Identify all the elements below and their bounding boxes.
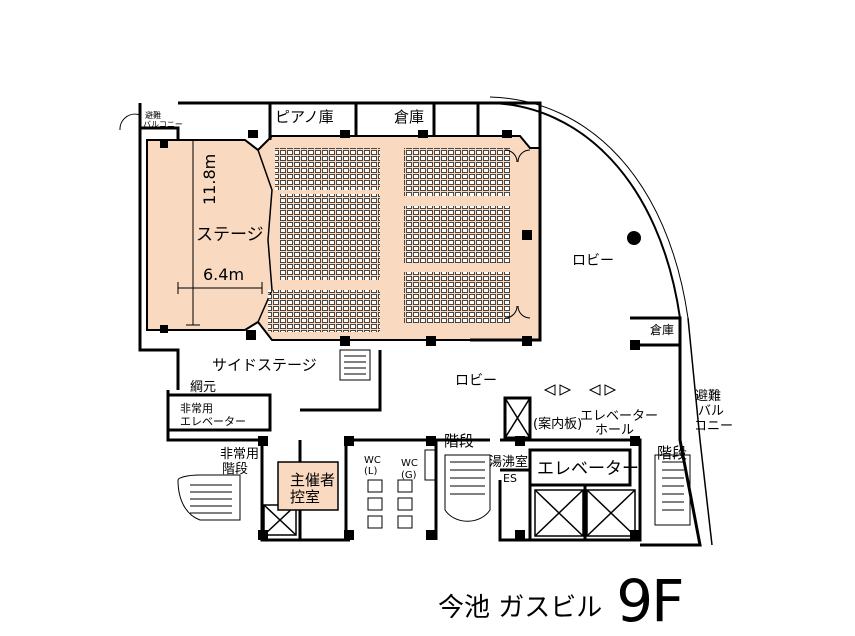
label-rigging: 綱元: [190, 380, 216, 395]
label-organizer-room: 主催者: [290, 471, 335, 489]
pillar-marker: [627, 231, 641, 245]
seat-block-right-mid: [404, 206, 510, 264]
label-evac-balcony-top: 避難: [145, 110, 161, 120]
label-stairs-right: 階段: [657, 444, 687, 462]
label-elevator-hall: エレベーター: [580, 409, 658, 424]
restroom-fixtures: [367, 449, 436, 529]
floor-number: 9F: [616, 567, 684, 635]
seat-block-left-upper: [275, 148, 380, 190]
seat-block-left-lower: [268, 290, 380, 332]
label-evac-balcony-right: 避難: [695, 389, 721, 404]
label-storage: 倉庫: [394, 108, 424, 126]
svg-text:控室: 控室: [290, 488, 320, 506]
label-lobby-center: ロビー: [455, 373, 497, 389]
svg-text:コニー: コニー: [694, 419, 733, 434]
seat-block-left-mid: [280, 194, 380, 280]
svg-text:(G): (G): [401, 470, 417, 481]
svg-text:ホール: ホール: [595, 423, 634, 438]
organizer-room-fill: [277, 461, 339, 511]
label-stairs-center: 階段: [444, 432, 474, 450]
label-hot-water-room: 湯沸室: [489, 454, 528, 470]
room-labels: 避難 バルコニー ピアノ庫 倉庫 11.8m ステージ 6.4m ロビー 倉庫 …: [143, 108, 733, 506]
label-dim-height: 11.8m: [200, 154, 219, 205]
label-wc-l: WC: [364, 455, 381, 466]
label-escalator: ES: [503, 472, 517, 485]
doors: [119, 113, 617, 396]
dimensions: [177, 139, 263, 326]
label-emergency-stairs: 非常用: [220, 447, 259, 462]
label-lobby-main: ロビー: [572, 253, 614, 269]
seat-block-right-upper: [404, 148, 510, 196]
building-name: 今池 ガスビル: [438, 593, 603, 623]
svg-text:階段: 階段: [222, 462, 248, 477]
label-side-stage: サイドステージ: [212, 356, 317, 374]
svg-text:エレベーター: エレベーター: [180, 415, 246, 428]
label-stage: ステージ: [196, 225, 264, 245]
label-storage-small: 倉庫: [650, 322, 674, 337]
label-wc-g: WC: [401, 458, 418, 469]
svg-text:バルコニー: バルコニー: [143, 120, 183, 129]
seat-block-right-lower: [404, 272, 510, 324]
plan-caption: 今池 ガスビル 9F: [438, 560, 685, 635]
label-piano-storage: ピアノ庫: [275, 108, 334, 126]
curved-facade: [489, 96, 713, 546]
svg-text:バル: バル: [698, 404, 724, 419]
svg-text:(L): (L): [364, 466, 377, 477]
label-dim-width: 6.4m: [203, 265, 244, 284]
seating: [268, 148, 510, 332]
elevator-shafts: [263, 396, 636, 537]
label-emergency-elevator: 非常用: [180, 402, 213, 415]
stairs: [177, 349, 691, 526]
label-info-board: (案内板): [533, 416, 582, 432]
label-elevator: エレベーター: [537, 459, 639, 479]
